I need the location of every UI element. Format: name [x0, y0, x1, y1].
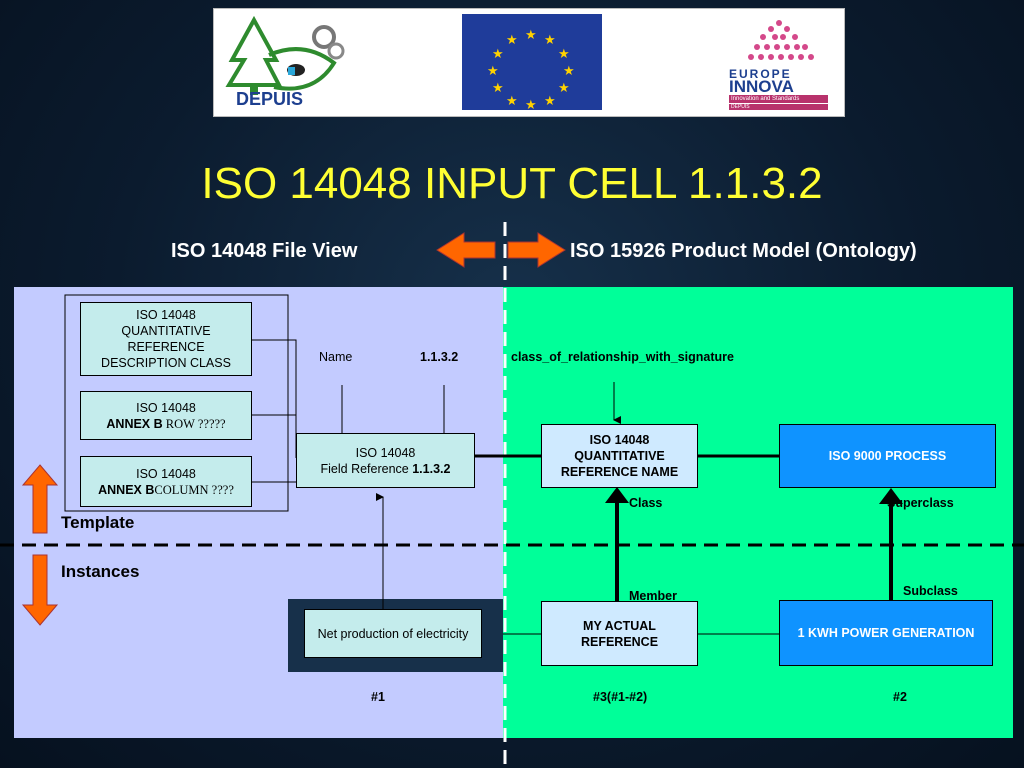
depuis-logo-text: DEPUIS: [236, 89, 304, 109]
superclass-label: Superclass: [887, 496, 954, 510]
logo-banner: DEPUIS ★ ★ ★ ★ ★ ★ ★ ★ ★ ★ ★ ★ EUROPE IN…: [213, 8, 845, 117]
column-box-column: COLUMN ????: [154, 482, 234, 497]
ref-name-line: QUANTITATIVE: [574, 449, 665, 463]
instance-id-2: #2: [893, 690, 907, 704]
column-box-line: ISO 14048: [136, 466, 196, 481]
slide-title: ISO 14048 INPUT CELL 1.1.3.2: [201, 159, 823, 208]
product-model-heading: ISO 15926 Product Model (Ontology): [570, 240, 917, 262]
star-icon: ★: [492, 46, 504, 61]
instances-label: Instances: [61, 562, 140, 581]
name-value: 1.1.3.2: [420, 350, 459, 364]
europe-innova-logo: EUROPE INNOVA Innovation and Standards D…: [719, 13, 839, 111]
star-icon: ★: [544, 32, 556, 47]
field-reference-box: ISO 14048 Field Reference 1.1.3.2: [296, 433, 475, 488]
depuis-logo: DEPUIS: [224, 15, 352, 110]
star-icon: ★: [558, 46, 570, 61]
ref-name-line: ISO 14048: [589, 433, 650, 447]
class-group-frame: [64, 294, 289, 512]
class-description-box: ISO 14048 QUANTITATIVE REFERENCE DESCRIP…: [80, 302, 252, 376]
instance-id-1: #1: [371, 690, 385, 704]
actual-reference-box: MY ACTUAL REFERENCE: [541, 601, 698, 666]
innova-line1: EUROPE: [729, 67, 792, 81]
actual-box-line: MY ACTUAL: [583, 618, 656, 633]
file-view-heading: ISO 14048 File View: [171, 240, 358, 262]
star-icon: ★: [558, 80, 570, 95]
column-box-annex: ANNEX B: [98, 482, 155, 497]
template-label: Template: [61, 513, 135, 532]
ref-name-line: REFERENCE NAME: [560, 465, 679, 479]
star-icon: ★: [544, 93, 556, 108]
class-box-line: REFERENCE: [127, 340, 205, 354]
innova-tagline: Innovation and Standards: [729, 95, 828, 103]
annex-row-box: ISO 14048 ANNEX B ROW ?????: [80, 391, 252, 440]
power-generation-box: 1 KWH POWER GENERATION: [779, 600, 993, 666]
class-label: Class: [629, 496, 663, 510]
member-label: Member: [629, 589, 677, 603]
row-box-row: ROW ?????: [162, 416, 226, 431]
star-icon: ★: [506, 32, 518, 47]
row-box-line: ISO 14048: [136, 400, 196, 415]
star-icon: ★: [525, 97, 537, 112]
actual-box-line: REFERENCE: [580, 634, 659, 649]
class-box-line: DESCRIPTION CLASS: [101, 356, 231, 370]
instance-id-3: #3(#1-#2): [593, 690, 648, 704]
star-icon: ★: [525, 27, 537, 42]
relationship-label: class_of_relationship_with_signature: [511, 350, 734, 364]
name-label: Name: [319, 350, 353, 364]
net-production-box: Net production of electricity: [304, 609, 482, 658]
row-box-annex: ANNEX B: [106, 416, 163, 431]
star-icon: ★: [563, 63, 575, 78]
class-box-line: ISO 14048: [136, 308, 196, 322]
annex-column-box: ISO 14048 ANNEX BCOLUMN ????: [80, 456, 252, 507]
field-box-line: ISO 14048: [355, 445, 416, 460]
reference-name-box: ISO 14048 QUANTITATIVE REFERENCE NAME: [541, 424, 698, 488]
innova-sub: DEPUIS: [729, 104, 828, 110]
star-icon: ★: [487, 63, 499, 78]
eu-flag: ★ ★ ★ ★ ★ ★ ★ ★ ★ ★ ★ ★: [462, 14, 602, 112]
class-box-line: QUANTITATIVE: [121, 324, 211, 338]
innova-line2: INNOVA: [729, 77, 794, 96]
star-icon: ★: [506, 93, 518, 108]
subclass-label: Subclass: [903, 584, 958, 598]
field-box-number: 1.1.3.2: [412, 461, 451, 476]
iso-9000-process-box: ISO 9000 PROCESS: [779, 424, 996, 488]
star-icon: ★: [492, 80, 504, 95]
field-box-label: Field Reference: [320, 461, 413, 476]
